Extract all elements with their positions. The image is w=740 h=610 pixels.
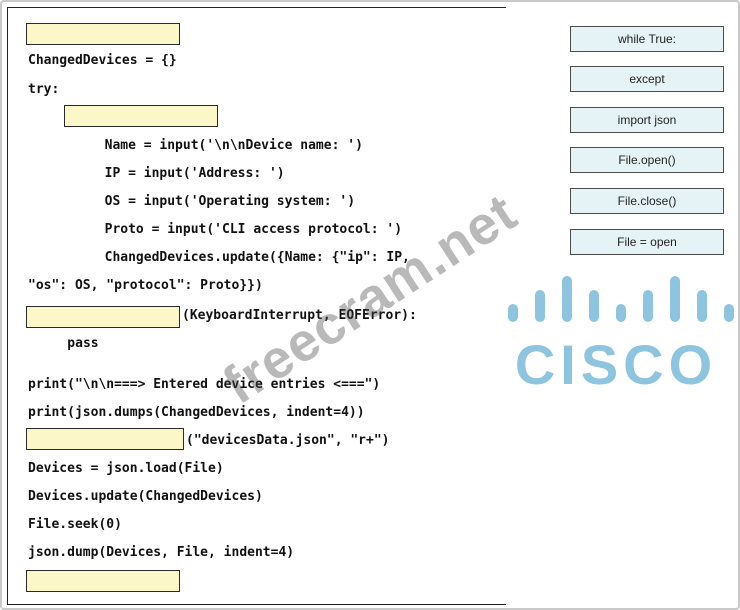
code-line: IP = input('Address: ') bbox=[42, 166, 285, 181]
code-line: print(json.dumps(ChangedDevices, indent=… bbox=[28, 405, 365, 420]
option-while-true[interactable]: while True: bbox=[570, 26, 724, 52]
code-line: File.seek(0) bbox=[28, 517, 122, 532]
code-panel: ChangedDevices = {} try: Name = input('\… bbox=[7, 7, 506, 605]
code-line: try: bbox=[28, 82, 60, 97]
cisco-logo-bar bbox=[670, 276, 680, 322]
code-line: json.dump(Devices, File, indent=4) bbox=[28, 545, 295, 560]
option-import-json[interactable]: import json bbox=[570, 107, 724, 133]
code-line: Name = input('\n\nDevice name: ') bbox=[42, 138, 363, 153]
cisco-logo-bar bbox=[697, 290, 707, 322]
cisco-logo-bar bbox=[643, 290, 653, 322]
cisco-logo-bar bbox=[724, 304, 734, 322]
cisco-logo-bars bbox=[508, 276, 734, 322]
drop-target-3[interactable] bbox=[26, 306, 180, 328]
code-line: "os": OS, "protocol": Proto}}) bbox=[28, 278, 263, 293]
code-line: ChangedDevices.update({Name: {"ip": IP, bbox=[42, 250, 410, 265]
drop-target-1[interactable] bbox=[26, 23, 180, 45]
cisco-logo-bar bbox=[616, 304, 626, 322]
code-line: print("\n\n===> Entered device entries <… bbox=[28, 377, 381, 392]
code-line: OS = input('Operating system: ') bbox=[42, 194, 356, 209]
option-file-equals-open[interactable]: File = open bbox=[570, 229, 724, 255]
code-line: (KeyboardInterrupt, EOFError): bbox=[182, 308, 417, 323]
code-line: Devices.update(ChangedDevices) bbox=[28, 489, 263, 504]
option-file-open-method[interactable]: File.open() bbox=[570, 147, 724, 173]
cisco-logo-text: CISCO bbox=[515, 333, 717, 392]
option-except[interactable]: except bbox=[570, 66, 724, 92]
code-line: ChangedDevices = {} bbox=[28, 53, 177, 68]
code-line: Devices = json.load(File) bbox=[28, 461, 224, 476]
code-line: pass bbox=[36, 336, 99, 351]
cisco-logo-bar bbox=[535, 290, 545, 322]
cisco-logo-bar bbox=[562, 276, 572, 322]
code-line: Proto = input('CLI access protocol: ') bbox=[42, 222, 403, 237]
option-file-close-method[interactable]: File.close() bbox=[570, 188, 724, 214]
drop-target-4[interactable] bbox=[26, 428, 184, 450]
code-line: ("devicesData.json", "r+") bbox=[186, 433, 390, 448]
cisco-logo-bar bbox=[508, 304, 518, 322]
cisco-logo: CISCO bbox=[508, 276, 734, 392]
drop-target-5[interactable] bbox=[26, 570, 180, 592]
drop-target-2[interactable] bbox=[64, 105, 218, 127]
cisco-logo-bar bbox=[589, 290, 599, 322]
